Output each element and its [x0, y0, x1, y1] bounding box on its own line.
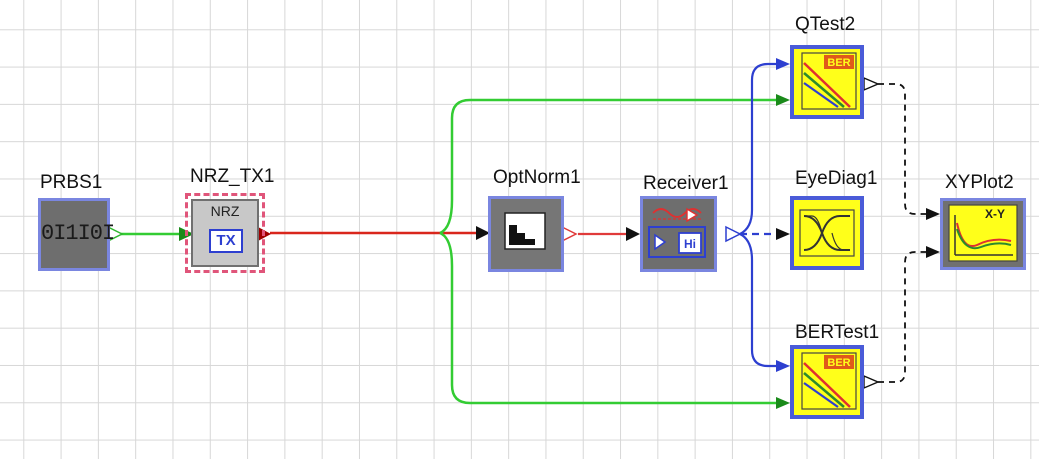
hi-text: Hi	[684, 237, 696, 251]
arrow-bertest-in2	[776, 397, 790, 409]
prbs-label: PRBS1	[40, 172, 103, 193]
nrz-tx-label: NRZ_TX1	[190, 166, 275, 187]
qtest-block[interactable]: BER	[790, 45, 864, 119]
arrow-qtest-in2	[776, 94, 790, 106]
arrow-xyplot-in1	[926, 208, 940, 220]
arrow-optnorm-in	[476, 226, 490, 240]
prbs-bit-glyph: 0I1I0I	[41, 221, 115, 246]
ber-icon: BER	[801, 52, 857, 110]
xyplot-label: XYPlot2	[945, 172, 1014, 193]
arrow-bertest-out	[863, 374, 880, 390]
optnorm-block[interactable]	[488, 196, 564, 272]
photodetector-icon: Hi	[648, 207, 706, 258]
bertest-caption: BER	[827, 357, 850, 369]
xy-plot-icon: X-Y	[948, 204, 1018, 262]
wire-to-bertest[interactable]	[439, 231, 776, 405]
eyediag-label: EyeDiag1	[795, 168, 878, 189]
ber-icon: BER	[801, 352, 857, 410]
arrow-bertest-in1	[776, 360, 790, 372]
optnorm-label: OptNorm1	[493, 167, 581, 188]
wire-receiver-bertest[interactable]	[739, 233, 776, 368]
arrow-optnorm-out	[561, 225, 578, 243]
tx-box: TX	[209, 229, 243, 253]
bertest-block[interactable]: BER	[790, 345, 864, 419]
nrz-caption: NRZ	[210, 203, 240, 219]
qtest-caption: BER	[827, 57, 850, 69]
prbs-block[interactable]: 0I1I0I	[38, 198, 115, 271]
arrow-xyplot-in2	[926, 246, 940, 258]
arrow-eyediag-in	[776, 228, 790, 240]
arrow-receiver-out	[725, 225, 742, 243]
wire-to-qtest[interactable]	[439, 98, 776, 235]
arrow-qtest-out	[863, 76, 880, 92]
eye-diagram-icon	[799, 209, 855, 257]
qtest-label: QTest2	[795, 14, 856, 35]
bertest-label: BERTest1	[795, 322, 880, 343]
staircase-icon	[504, 212, 546, 250]
xyplot-block[interactable]: X-Y	[940, 198, 1026, 270]
nrz-tx-body: NRZ TX	[191, 199, 259, 267]
wire-receiver-qtest[interactable]	[739, 62, 776, 235]
receiver-label: Receiver1	[643, 173, 729, 194]
nrz-tx-block[interactable]: NRZ TX	[185, 193, 265, 273]
wire-qtest-xyplot[interactable]	[878, 83, 928, 215]
eyediag-block[interactable]	[790, 196, 864, 270]
arrow-qtest-in1	[776, 58, 790, 70]
arrow-receiver-in	[626, 227, 640, 241]
wire-bertest-xyplot[interactable]	[878, 251, 928, 383]
receiver-block[interactable]: Hi	[640, 196, 717, 272]
xyplot-caption: X-Y	[985, 207, 1005, 221]
